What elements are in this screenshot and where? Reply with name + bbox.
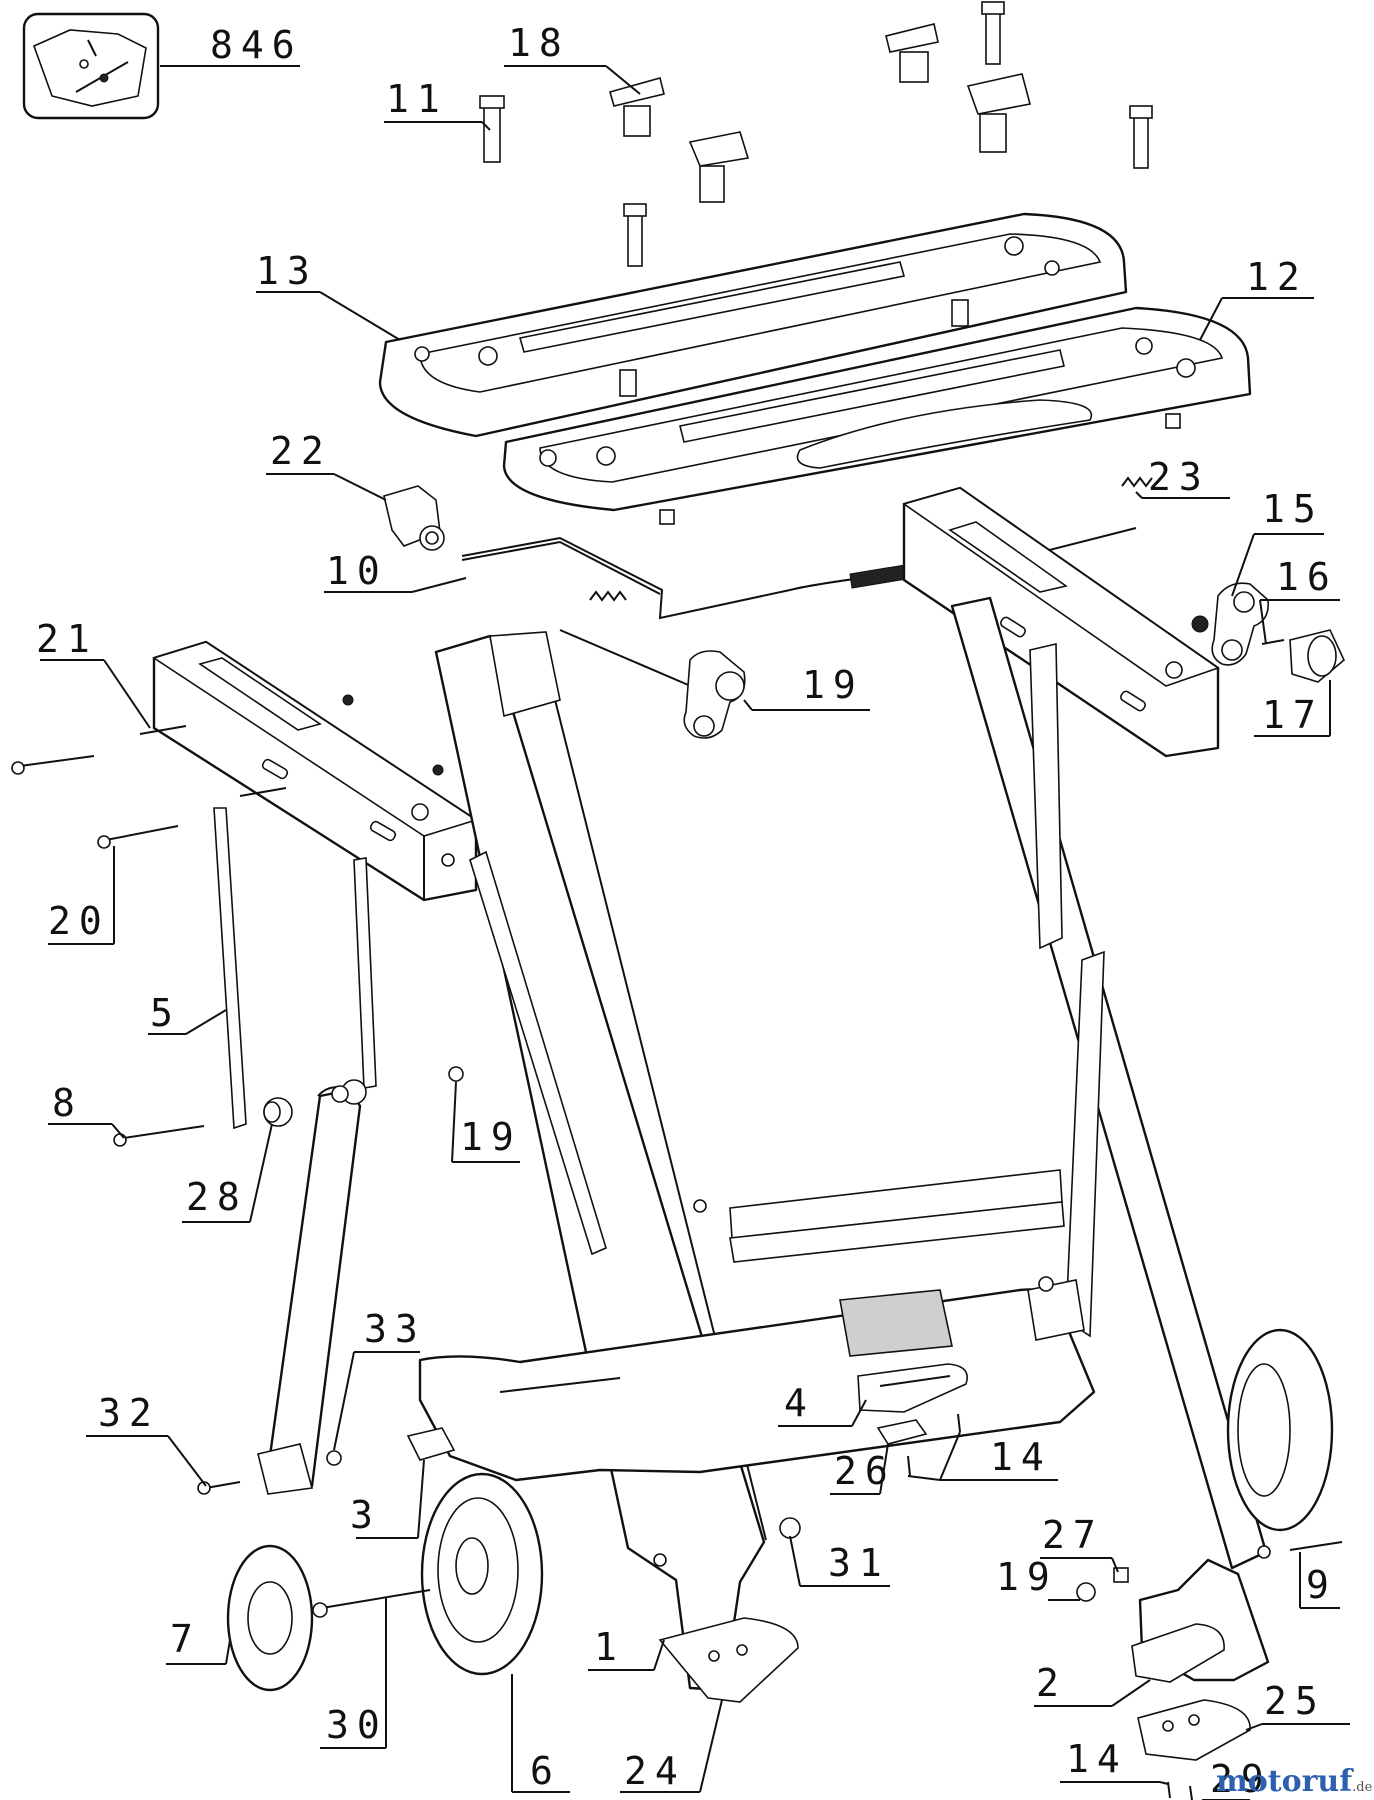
leader-lines (40, 65, 1350, 1800)
part-labels: 846 18 11 13 12 22 23 15 10 16 21 19 17 … (36, 21, 1338, 1800)
part-33-nut (326, 1450, 342, 1466)
label-5: 5 (150, 991, 181, 1035)
label-21: 21 (36, 617, 98, 661)
label-22: 22 (270, 429, 332, 473)
label-32: 32 (98, 1391, 160, 1435)
part-14-screws-mid (907, 1413, 961, 1477)
label-29: 29 (1210, 1757, 1272, 1800)
part-11-bolts (479, 1, 1153, 267)
part-7-hubcap (226, 1544, 314, 1692)
label-7: 7 (170, 1617, 201, 1661)
label-24: 24 (624, 1749, 686, 1793)
label-30: 30 (326, 1703, 388, 1747)
part-28-bushing (263, 1097, 293, 1127)
part-846-hardware-bag (22, 12, 160, 120)
right-frame (902, 486, 1268, 1570)
part-4-foot-pad (857, 1363, 968, 1413)
label-15: 15 (1262, 487, 1324, 531)
label-6: 6 (530, 1749, 561, 1793)
label-19-right: 19 (996, 1555, 1058, 1599)
label-10: 10 (326, 549, 388, 593)
part-8-bolt (113, 1125, 205, 1147)
part-31-nut (779, 1517, 801, 1539)
part-19-nut-right (1076, 1582, 1096, 1602)
label-20: 20 (48, 899, 110, 943)
label-27: 27 (1042, 1513, 1104, 1557)
base-frame (418, 1169, 1096, 1482)
watermark: motoruf.de (1216, 1764, 1372, 1799)
label-33: 33 (364, 1307, 426, 1351)
part-2-rear-foot (1131, 1558, 1270, 1683)
label-2: 2 (1036, 1661, 1067, 1705)
label-17: 17 (1262, 693, 1324, 737)
watermark-tld: .de (1352, 1780, 1373, 1795)
label-3: 3 (350, 1493, 381, 1537)
label-25: 25 (1264, 1679, 1326, 1723)
part-12-worktop-front (502, 306, 1252, 525)
part-24-foot-pad (658, 1617, 799, 1703)
label-846: 846 (210, 23, 303, 67)
label-1: 1 (594, 1625, 625, 1669)
part-25-foot-pad (1137, 1699, 1251, 1761)
part-23-spring (1121, 476, 1153, 488)
label-31: 31 (828, 1541, 890, 1585)
right-wheel (1226, 1328, 1334, 1532)
label-18: 18 (508, 21, 570, 65)
label-23: 23 (1148, 455, 1210, 499)
label-13: 13 (256, 249, 318, 293)
label-28: 28 (186, 1175, 248, 1219)
part-20-bolts (11, 755, 179, 849)
part-30-axle (312, 1589, 431, 1618)
label-16: 16 (1276, 555, 1338, 599)
label-8: 8 (52, 1081, 83, 1125)
part-22-clamp-block (383, 485, 445, 551)
label-26: 26 (834, 1449, 896, 1493)
label-19-top: 19 (802, 663, 864, 707)
part-13-worktop-rear (378, 212, 1128, 438)
part-14-screws-bottom (1167, 1781, 1193, 1800)
part-6-wheel-left (420, 1472, 544, 1676)
watermark-brand: motoruf (1216, 1764, 1353, 1799)
label-4: 4 (784, 1381, 815, 1425)
part-19-nut-left (448, 1066, 464, 1082)
label-12: 12 (1246, 255, 1308, 299)
part-5-links (213, 807, 377, 1130)
part-15-cam-handle (1191, 582, 1270, 666)
part-32-bolt (197, 1481, 241, 1495)
part-3-bracket (406, 1427, 456, 1461)
part-19-cam-handle (683, 650, 746, 739)
part-17-knob-cap (1289, 629, 1345, 683)
label-14-bottom: 14 (1066, 1737, 1128, 1781)
part-9-bolt (1257, 1541, 1343, 1559)
part-21-left-top-rail (139, 640, 478, 902)
label-14-mid: 14 (990, 1435, 1052, 1479)
label-11: 11 (386, 77, 448, 121)
part-26-plate (876, 1419, 928, 1445)
part-18-clamp-pegs (609, 23, 1031, 203)
label-9: 9 (1306, 1563, 1337, 1607)
left-rear-leg (257, 1079, 367, 1495)
label-19-mid: 19 (460, 1115, 522, 1159)
